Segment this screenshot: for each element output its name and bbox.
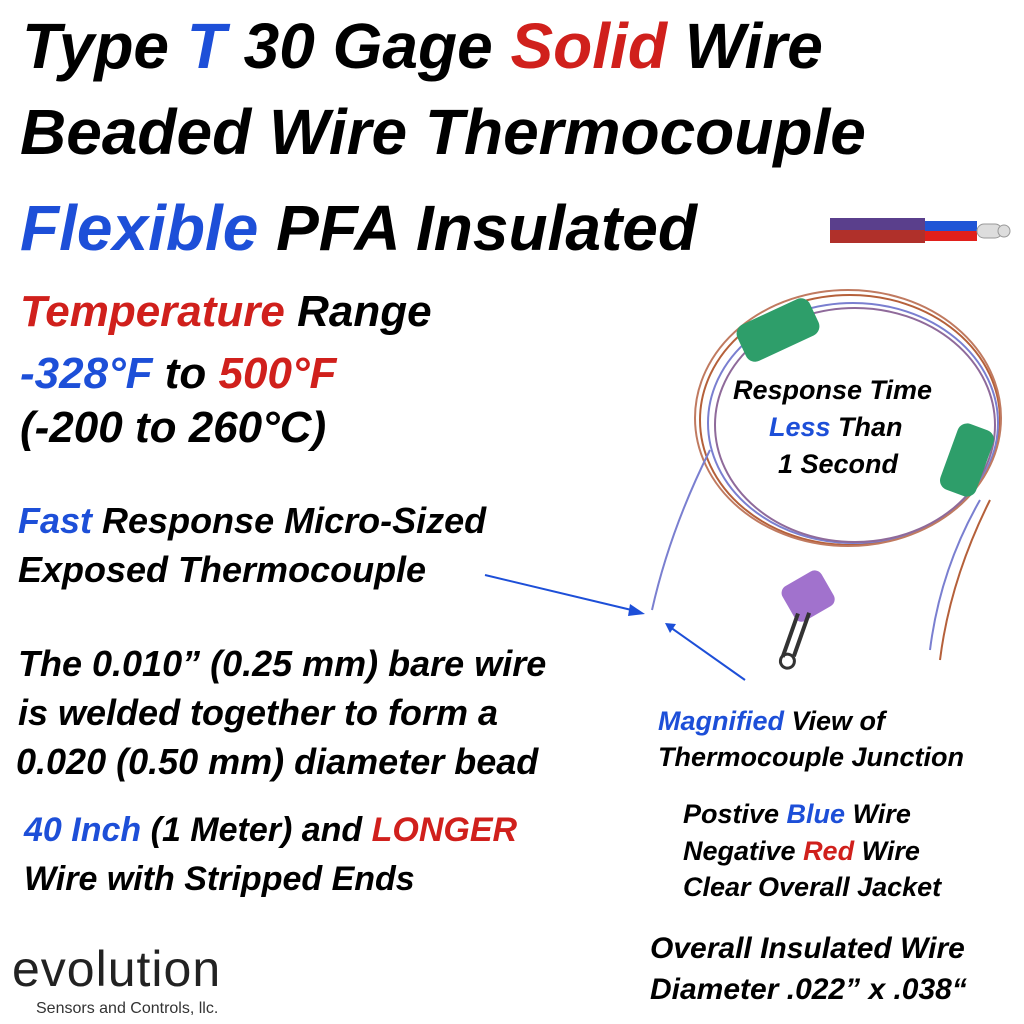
red-word: Red xyxy=(803,836,855,866)
temperature-word: Temperature xyxy=(20,287,285,336)
blue-word: Blue xyxy=(786,799,846,829)
title-line-1: Type T 30 Gage Solid Wire xyxy=(22,14,823,78)
logo-subtitle: Sensors and Controls, llc. xyxy=(36,1000,219,1017)
title-type-letter: T xyxy=(186,10,226,82)
negative-label: Negative xyxy=(683,836,804,866)
temp-max: 500°F xyxy=(218,349,337,398)
junction-line: Thermocouple Junction xyxy=(658,742,965,772)
response-line-2: Less Than xyxy=(769,414,903,441)
title-text: PFA Insulated xyxy=(258,192,697,264)
exposed-line: Exposed Thermocouple xyxy=(18,549,427,590)
fast-text: Response Micro-Sized xyxy=(92,500,487,541)
positive-label: Postive xyxy=(683,799,787,829)
thermocouple-coil-image xyxy=(651,289,1002,670)
length-value: 40 Inch xyxy=(24,811,142,849)
magnified-word: Magnified xyxy=(658,706,784,736)
diameter-line-1: Overall Insulated Wire xyxy=(650,932,965,965)
length-text: (1 Meter) and xyxy=(141,811,372,849)
stripped-ends-line: Wire with Stripped Ends xyxy=(24,860,415,898)
range-word: Range xyxy=(284,287,432,336)
bead-line-1: The 0.010” (0.25 mm) bare wire xyxy=(18,643,547,684)
fast-word: Fast xyxy=(18,500,93,541)
jacket-line: Clear Overall Jacket xyxy=(683,872,942,902)
than-word: Than xyxy=(830,412,903,442)
temperature-range-c: (-200 to 260°C) xyxy=(20,403,327,452)
temperature-heading: Temperature Range xyxy=(20,290,432,334)
wire-word: Wire xyxy=(845,799,911,829)
title-line-2: Beaded Wire Thermocouple xyxy=(20,96,866,168)
less-word: Less xyxy=(769,412,831,442)
title-solid: Solid xyxy=(510,10,667,82)
diameter-line-2: Diameter .022” x .038“ xyxy=(650,973,967,1006)
evolution-logo: evolution Sensors and Controls, llc. xyxy=(12,940,221,1018)
temp-to: to xyxy=(152,349,219,398)
positive-wire-line: Postive Blue Wire xyxy=(683,801,911,828)
response-line-1: Response Time xyxy=(733,375,933,405)
title-line-3: Flexible PFA Insulated xyxy=(20,196,697,260)
magnified-line: Magnified View of xyxy=(658,708,885,735)
temperature-range-f: -328°F to 500°F xyxy=(20,352,336,396)
bead-line-3: 0.020 (0.50 mm) diameter bead xyxy=(16,741,539,782)
view-of: View of xyxy=(784,706,886,736)
response-line-3: 1 Second xyxy=(778,449,899,479)
longer-word: LONGER xyxy=(371,811,518,849)
negative-wire-line: Negative Red Wire xyxy=(683,838,920,865)
title-flexible: Flexible xyxy=(20,192,259,264)
bead-line-2: is welded together to form a xyxy=(18,692,499,733)
temp-min: -328°F xyxy=(20,349,153,398)
title-text: Type xyxy=(22,10,187,82)
wire-word: Wire xyxy=(854,836,920,866)
length-line: 40 Inch (1 Meter) and LONGER xyxy=(24,813,517,847)
wire-cross-section-icon xyxy=(830,218,1011,243)
title-text: Wire xyxy=(666,10,823,82)
title-text: 30 Gage xyxy=(225,10,511,82)
fast-response-line: Fast Response Micro-Sized xyxy=(18,503,486,539)
logo-wordmark: evolution xyxy=(12,941,222,997)
